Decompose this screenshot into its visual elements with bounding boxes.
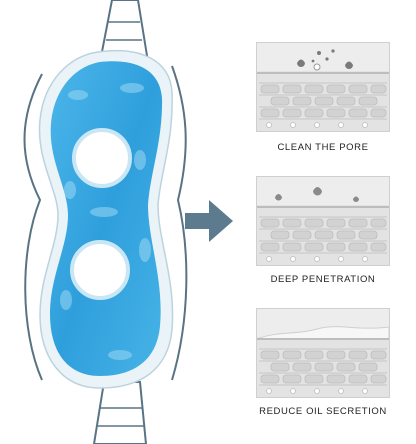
gel-body <box>50 61 163 376</box>
eye-hole-top <box>72 128 132 188</box>
caption-clean-pore: CLEAN THE PORE <box>277 142 369 153</box>
gel-eye-mask-icon <box>23 0 188 444</box>
eye-hole-bottom <box>70 240 130 300</box>
caption-deep-penetration: DEEP PENETRATION <box>270 274 376 285</box>
bottom-strap <box>92 381 148 444</box>
skin-layer-oil-reduction-icon <box>256 308 390 398</box>
right-arrow-icon <box>185 200 233 242</box>
skin-layer-clean-pore-icon <box>256 42 390 132</box>
outline-right <box>171 65 188 381</box>
gel-texture <box>60 83 151 360</box>
outline-left <box>23 73 43 381</box>
caption-reduce-oil-secretion: REDUCE OIL SECRETION <box>259 406 387 417</box>
skin-layer-penetration-icon <box>256 176 390 266</box>
